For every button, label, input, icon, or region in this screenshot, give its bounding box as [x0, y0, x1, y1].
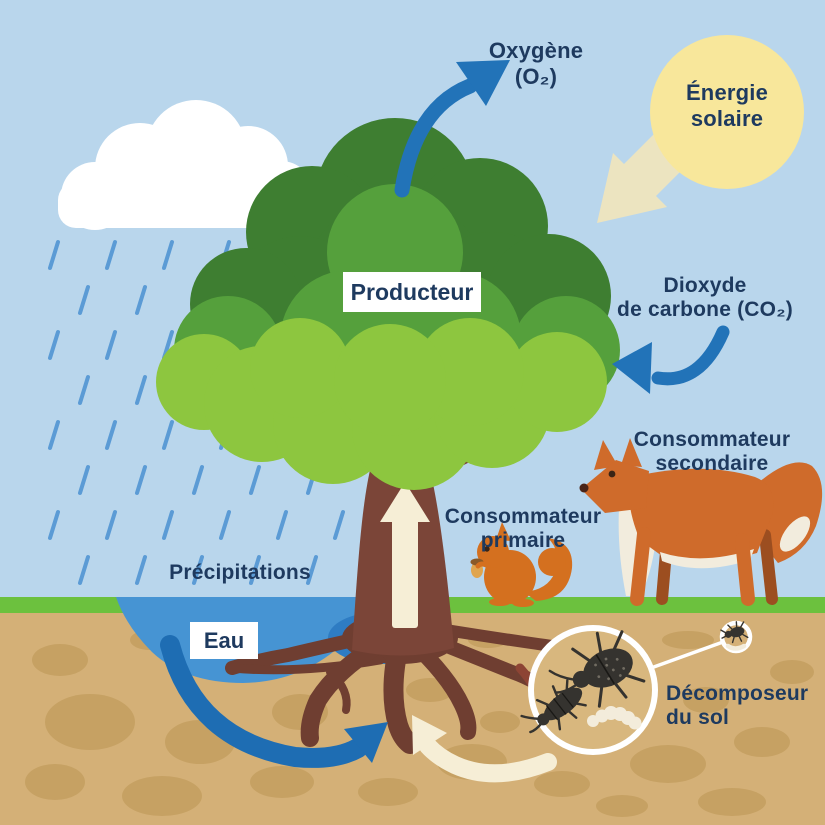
- rove-beetle-icon: [520, 679, 587, 734]
- producer-label: Producteur: [343, 272, 481, 312]
- solar-energy-label: Énergie solaire: [685, 80, 769, 131]
- carbon-dioxide-label: Dioxyde de carbone (CO₂): [617, 274, 793, 322]
- oxygen-arrow-icon: [394, 60, 510, 198]
- sun-icon: [650, 35, 804, 189]
- soil-decomposer-label: Décomposeur du sol: [666, 682, 809, 730]
- magnifier-circle: [528, 625, 658, 755]
- fox-icon: [579, 438, 823, 606]
- precipitation-label: Précipitations: [169, 561, 311, 584]
- primary-consumer-label: Consommateur primaire: [444, 505, 602, 553]
- magnifier-connector: [650, 640, 724, 670]
- beetle-icon: [548, 630, 646, 708]
- squirrel-icon: [470, 522, 573, 607]
- water-label: Eau: [190, 622, 258, 659]
- water-uptake-arrow-icon: [160, 635, 388, 768]
- secondary-consumer-label: Consommateur secondaire: [633, 428, 791, 476]
- co2-arrow-icon: [612, 325, 730, 394]
- sap-flow-arrow-icon: [380, 482, 430, 628]
- nutrient-return-arrow-icon: [412, 715, 557, 783]
- ant-icon: [720, 621, 749, 644]
- grub-icon: [587, 706, 642, 730]
- tiny-grub-icon: [725, 643, 747, 651]
- oxygen-label: Oxygène (O₂): [488, 38, 584, 89]
